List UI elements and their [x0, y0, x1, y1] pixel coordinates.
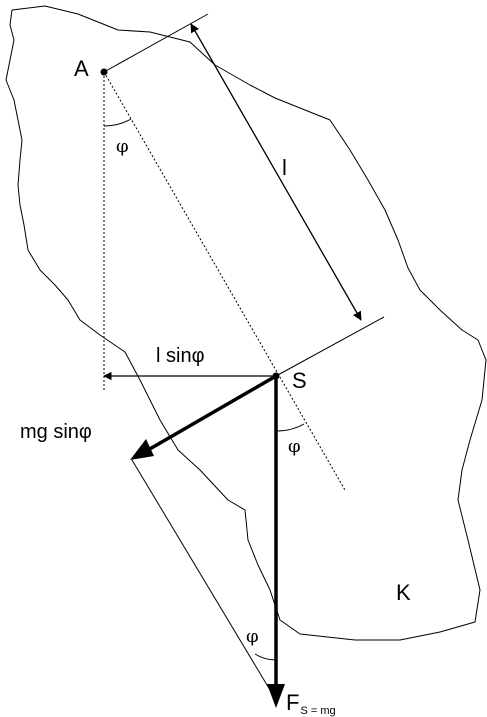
angle-label-top: φ	[116, 136, 129, 157]
weight-force-symbol: F	[286, 690, 299, 715]
lever-arm-label: l sinφ	[156, 345, 205, 367]
pivot-label: A	[74, 56, 89, 81]
force-construction-line	[131, 459, 277, 701]
length-label: l	[282, 155, 287, 180]
angle-arc-center	[275, 423, 305, 432]
weight-force-label: FS = mg	[286, 690, 336, 717]
angle-label-bottom: φ	[246, 626, 259, 647]
center-of-mass-point	[272, 372, 280, 380]
weight-force-arrowhead	[267, 684, 285, 708]
body-label: K	[396, 580, 411, 605]
extension-line-top	[103, 13, 209, 73]
angle-arc-bottom	[254, 653, 277, 661]
center-label: S	[292, 368, 307, 393]
pivot-to-center-line	[103, 71, 346, 491]
extension-line-bottom	[275, 316, 385, 377]
rigid-body-outline	[5, 5, 487, 641]
angle-arc-top	[103, 118, 132, 127]
tangential-force-arrowhead	[130, 439, 154, 460]
tangential-force-label: mg sinφ	[20, 421, 92, 443]
tangential-force-arrow	[147, 374, 277, 452]
length-dimension-arrow	[190, 23, 362, 321]
angle-label-center: φ	[288, 436, 301, 457]
pivot-point	[100, 68, 108, 76]
weight-force-subscript: S = mg	[300, 705, 335, 717]
